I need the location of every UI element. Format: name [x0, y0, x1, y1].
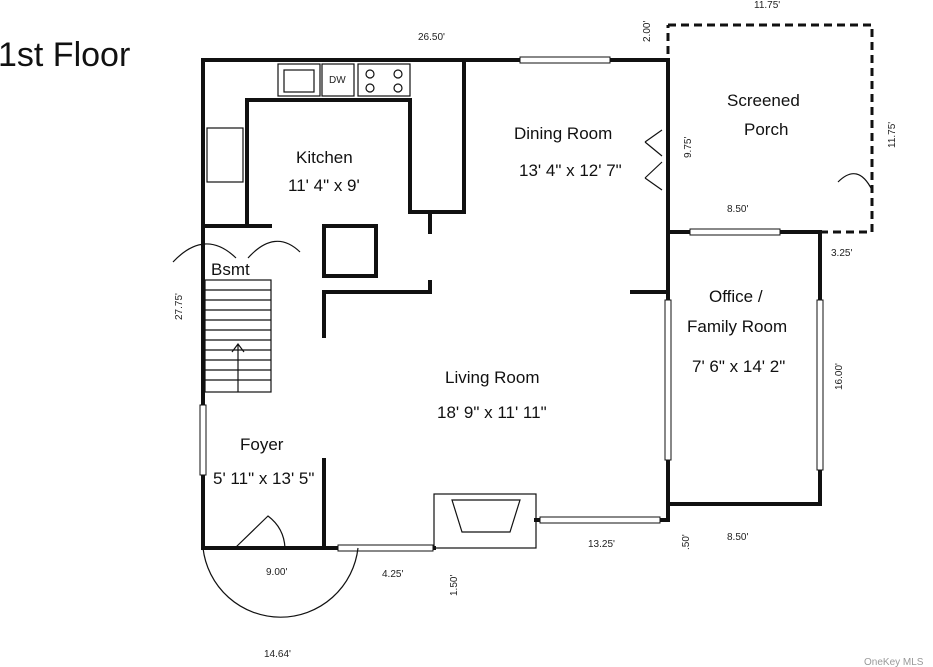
dim-fireplace: 1.50' — [449, 575, 460, 596]
dishwasher — [321, 63, 355, 97]
porch-line1: Screened — [727, 91, 800, 110]
basement-stairs — [172, 240, 301, 393]
foyer-name: Foyer — [240, 435, 284, 454]
dim-porch-inner: 9.75' — [683, 137, 694, 158]
room-labels: Kitchen 11' 4" x 9' Dining Room 13' 4" x… — [211, 91, 800, 488]
fireplace — [433, 493, 537, 549]
living-size: 18' 9" x 11' 11" — [437, 403, 547, 422]
dim-porch-top: 11.75' — [754, 0, 780, 11]
watermark: OneKey MLS — [864, 657, 924, 667]
dim-porch-step: 3.25' — [831, 248, 852, 259]
dim-office-bottom: 8.50' — [727, 532, 748, 543]
dim-porch-right: 11.75' — [887, 122, 898, 148]
foyer-size: 5' 11" x 13' 5" — [213, 469, 314, 488]
dim-foyer-bottom: 9.00' — [266, 567, 287, 578]
dim-porch-gap: 2.00' — [642, 21, 653, 42]
dim-bottom-small: 4.25' — [382, 569, 403, 580]
office-size: 7' 6" x 14' 2" — [692, 357, 785, 376]
living-name: Living Room — [445, 368, 540, 387]
dimension-labels: 26.50' 11.75' 2.00' 11.75' 9.75' 8.50' 3… — [174, 0, 898, 660]
kitchen-counter: DW — [206, 63, 411, 278]
dim-living-bottom: 13.25' — [588, 539, 615, 550]
office-line1: Office / — [709, 287, 763, 306]
doors — [202, 129, 873, 618]
porch-outline — [666, 23, 874, 234]
dim-porch-bottom: 8.50' — [727, 204, 748, 215]
kitchen-size: 11' 4" x 9' — [288, 176, 360, 195]
range — [357, 63, 411, 97]
office-line2: Family Room — [687, 317, 787, 336]
dishwasher-label: DW — [329, 75, 346, 86]
windows — [199, 56, 824, 552]
kitchen-island — [322, 224, 378, 278]
dim-top: 26.50' — [418, 32, 445, 43]
dim-left: 27.75' — [174, 293, 185, 320]
dim-office-offset: .50' — [681, 534, 692, 550]
dim-office-right: 16.00' — [834, 363, 845, 390]
kitchen-walls — [201, 58, 670, 550]
dining-size: 13' 4" x 12' 7" — [519, 161, 622, 180]
refrigerator — [206, 127, 244, 183]
kitchen-name: Kitchen — [296, 148, 353, 167]
porch-line2: Porch — [744, 120, 788, 139]
floor-title: 1st Floor — [0, 36, 130, 74]
bsmt-name: Bsmt — [211, 260, 250, 279]
dim-bay: 14.64' — [264, 649, 291, 660]
dining-name: Dining Room — [514, 124, 612, 143]
